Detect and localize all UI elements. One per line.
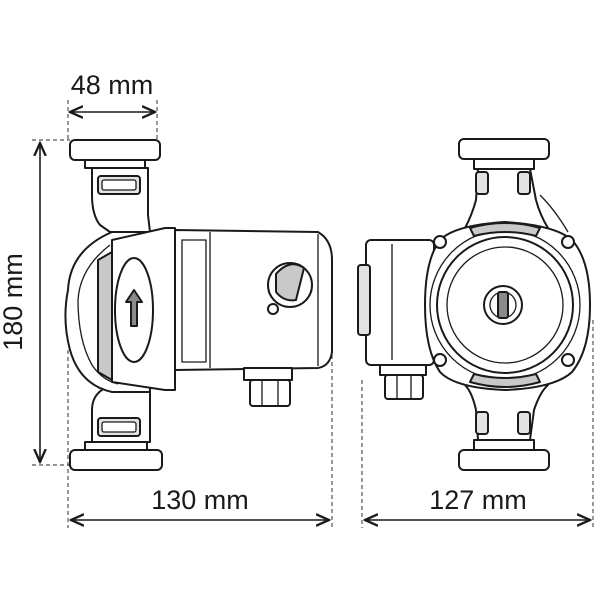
housing-contour [77, 244, 119, 385]
screw-slot [497, 291, 509, 319]
pump-side-view [64, 139, 333, 471]
top-flange [69, 139, 161, 161]
top-flange [458, 138, 550, 160]
cable-gland [384, 374, 424, 400]
bottom-flange [69, 449, 163, 471]
upper-nut-inner [101, 179, 137, 191]
bolt-icon [433, 235, 447, 249]
coupling-nut [475, 171, 489, 195]
terminal-box-side [357, 264, 371, 336]
dimension-length-side: 130 mm [67, 350, 333, 528]
bottom-flange-neck [84, 441, 148, 451]
top-flange-neck [84, 159, 146, 169]
dimension-label-length-front: 127 mm [429, 485, 527, 515]
pump-front-view [357, 138, 591, 471]
motor-cover-inner [446, 246, 564, 364]
housing-ridge [469, 222, 541, 237]
coupling-nut [475, 411, 489, 435]
speed-knob-grip [275, 263, 305, 302]
arrow-up-icon [125, 289, 143, 327]
dimension-length-front: 127 mm [361, 320, 594, 528]
bottom-flange [458, 449, 550, 471]
bolt-icon [561, 235, 575, 249]
bolt-icon [561, 353, 575, 367]
bolt-icon [433, 353, 447, 367]
dimension-label-height: 180 mm [0, 253, 28, 351]
terminal-box [365, 239, 435, 366]
top-flange-neck [473, 158, 535, 170]
dimension-height-left: 180 mm [0, 139, 70, 466]
coupling-nut [517, 411, 531, 435]
screw-head [267, 303, 279, 315]
coupling-nut [517, 171, 531, 195]
lower-nut-inner [101, 421, 137, 433]
cable-gland [249, 379, 291, 407]
gland-base [243, 367, 293, 381]
gland-base [379, 364, 427, 376]
dimension-width-top: 48 mm [67, 70, 158, 140]
dimension-label-width: 48 mm [71, 70, 154, 100]
dimension-label-length-side: 130 mm [151, 485, 249, 515]
housing-shade [97, 251, 113, 381]
motor-band [181, 239, 207, 363]
housing-ridge [469, 373, 541, 388]
coupling-contour [539, 194, 569, 233]
bottom-flange-neck [473, 439, 535, 451]
